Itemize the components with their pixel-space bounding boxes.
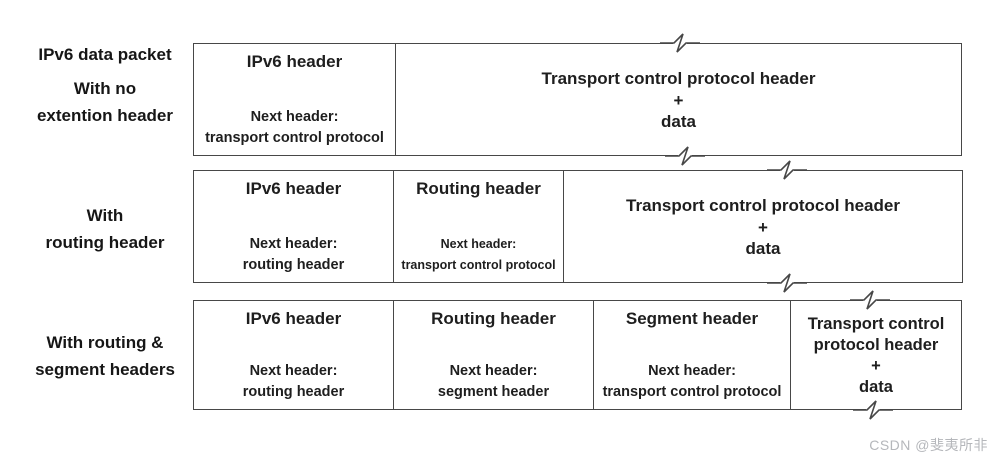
- next-header-value: segment header: [437, 384, 550, 400]
- next-header-note: Next header: transport control protocol: [401, 234, 555, 276]
- row-label-routing: With routing header: [16, 202, 194, 256]
- next-header-label: Next header:: [249, 236, 338, 252]
- row-label-line: extention header: [36, 106, 174, 125]
- row-label-routing-segment: With routing & segment headers: [16, 329, 194, 383]
- tcp-data-text: Transport control protocol header + data: [807, 315, 945, 396]
- next-header-note: Next header: transport control protocol: [603, 361, 782, 403]
- packet-box-routing-header: Routing header Next header: segment head…: [394, 301, 594, 409]
- packet-box-ipv6-header: IPv6 header Next header: transport contr…: [194, 44, 396, 155]
- packet-row-routing: IPv6 header Next header: routing header …: [193, 170, 963, 283]
- next-header-label: Next header:: [249, 363, 338, 379]
- packet-box-ipv6-header: IPv6 header Next header: routing header: [194, 301, 394, 409]
- next-header-label: Next header:: [440, 237, 517, 251]
- row-label-line: routing header: [45, 233, 165, 252]
- packet-box-segment-header: Segment header Next header: transport co…: [594, 301, 791, 409]
- row-label-no-extension: IPv6 data packet With no extention heade…: [16, 41, 194, 129]
- packet-box-ipv6-header: IPv6 header Next header: routing header: [194, 171, 394, 282]
- packet-row-no-extension: IPv6 header Next header: transport contr…: [193, 43, 962, 156]
- next-header-value: routing header: [242, 384, 345, 400]
- row-label-line: With routing &: [46, 333, 164, 352]
- next-header-note: Next header: segment header: [438, 361, 549, 403]
- box-title: Routing header: [431, 309, 556, 328]
- tcp-data-text: Transport control protocol header + data: [626, 196, 900, 259]
- box-title: Routing header: [416, 179, 541, 198]
- row-label-line: With: [86, 206, 124, 225]
- next-header-label: Next header:: [250, 109, 339, 125]
- box-title: IPv6 header: [245, 309, 342, 328]
- tcp-data-text: Transport control protocol header + data: [541, 69, 816, 132]
- box-title: IPv6 header: [245, 179, 342, 198]
- packet-row-routing-segment: IPv6 header Next header: routing header …: [193, 300, 962, 410]
- next-header-note: Next header: routing header: [243, 361, 345, 403]
- next-header-value: transport control protocol: [602, 384, 782, 400]
- packet-box-tcp-data: Transport control protocol header + data: [791, 301, 961, 409]
- row-label-line: segment headers: [35, 360, 175, 379]
- next-header-value: routing header: [242, 257, 345, 273]
- next-header-label: Next header:: [648, 363, 736, 379]
- csdn-watermark: CSDN @斐夷所非: [869, 437, 988, 453]
- row-label-line: IPv6 data packet: [38, 45, 172, 64]
- packet-box-tcp-data: Transport control protocol header + data: [564, 171, 962, 282]
- box-title: Segment header: [625, 309, 759, 328]
- box-title: IPv6 header: [246, 52, 343, 71]
- next-header-note: Next header: routing header: [243, 234, 345, 276]
- row-label-line: With no: [73, 79, 137, 98]
- next-header-note: Next header: transport control protocol: [205, 107, 384, 149]
- packet-box-tcp-data: Transport control protocol header + data: [396, 44, 961, 155]
- next-header-value: transport control protocol: [401, 258, 556, 272]
- next-header-value: transport control protocol: [205, 130, 384, 146]
- packet-box-routing-header: Routing header Next header: transport co…: [394, 171, 564, 282]
- next-header-label: Next header:: [449, 363, 538, 379]
